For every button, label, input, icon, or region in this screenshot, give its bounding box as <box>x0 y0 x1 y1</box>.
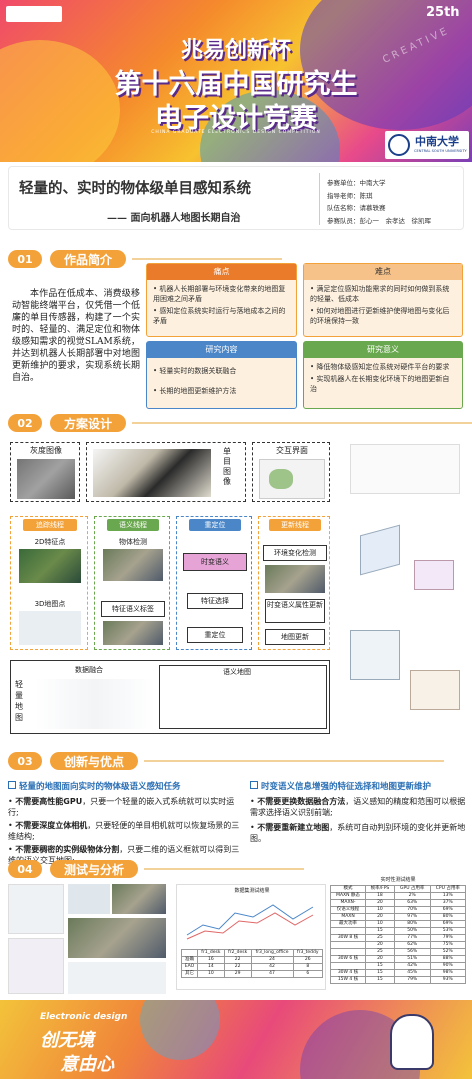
cup-name: 兆易创新杯 <box>180 38 291 63</box>
competition-title-1: 第十六届中国研究生 <box>114 69 358 100</box>
astronaut-icon <box>390 1014 434 1070</box>
system-diagram: 灰度图像 单目图像 交互界面 追踪线程 2D特征点 3D地图点 语义线程 物体检… <box>6 438 338 738</box>
checkbox-icon <box>8 781 16 789</box>
header-banner: 25th CREATIVE 兆易创新杯 第十六届中国研究生 电子设计竞赛 CHI… <box>0 0 472 162</box>
competition-logo <box>6 6 62 22</box>
competition-title-2: 电子设计竞赛 <box>155 103 317 134</box>
footer-banner: Electronic design 创无境 意由心 <box>0 1000 472 1079</box>
intro-text: 本作品在低成本、消费级移动智能终端平台，仅凭借一个低廉的单目传感器，构建了一个实… <box>12 289 140 383</box>
project-subtitle: —— 面向机器人地图长期自治 <box>107 213 241 224</box>
network-architecture-figure <box>340 440 466 740</box>
lightweight-map-panel: 轻量地图 数据融合 语义地图 <box>10 660 330 734</box>
checkbox-icon <box>250 781 258 789</box>
semantic-thread: 语义线程 物体检测 特征语义标签 <box>94 516 170 650</box>
research-significance-box: 研究意义 • 降低物体级感知定位系统对硬件平台的要求• 实现机器人在长期变化环境… <box>303 341 463 409</box>
competition-subtitle: CHINA GRADUATE ELECTRONICS DESIGN COMPET… <box>151 130 321 135</box>
pain-points-box: 痛点 • 机器人长期部署与环境变化带来的地图复用困难之间矛盾• 感知定位系统实时… <box>146 263 297 337</box>
project-title-card: 轻量的、实时的物体级单目感知系统 —— 面向机器人地图长期自治 参赛单位：中南大… <box>8 166 464 230</box>
update-thread: 更新线程 环境变化检测 时变语义属性更新 地图更新 <box>258 516 330 650</box>
research-content-box: 研究内容 • 轻量实时的数据关联融合• 长期的地图更新维护方法 <box>146 341 297 409</box>
test-images <box>8 884 172 996</box>
mono-image-panel: 单目图像 <box>86 442 246 502</box>
difficulties-box: 难点 • 满足定位感知功能需求的同时如何做到系统的轻量、低成本• 如何对地图进行… <box>303 263 463 337</box>
relocalization-thread: 重定位 时变语义 特征选择 重定位 <box>176 516 252 650</box>
innovation-left: 轻量的地图面向实时的物体级语义感知任务 • 不需要高性能GPU，只要一个轻量的嵌… <box>8 781 240 865</box>
project-title: 轻量的、实时的物体级单目感知系统 <box>19 180 251 197</box>
trajectory-plot <box>186 904 314 940</box>
ui-panel: 交互界面 <box>252 442 330 502</box>
team-info: 参赛单位：中南大学指导老师：陈琪队伍名称：请慕轶赛参赛队员：彭心一 余孝达 徐凯… <box>327 179 431 225</box>
university-logo: 中南大学 CENTRAL SOUTH UNIVERSITY <box>385 131 469 159</box>
anniversary-tag: 25th <box>426 5 460 20</box>
gray-image-panel: 灰度图像 <box>10 442 80 502</box>
university-emblem-icon <box>388 134 410 156</box>
tracking-thread: 追踪线程 2D特征点 3D地图点 <box>10 516 88 650</box>
innovation-right: 时变语义信息增强的特征选择和地图更新维护 • 不需要更换数据融合方法，语义感知的… <box>250 781 466 843</box>
